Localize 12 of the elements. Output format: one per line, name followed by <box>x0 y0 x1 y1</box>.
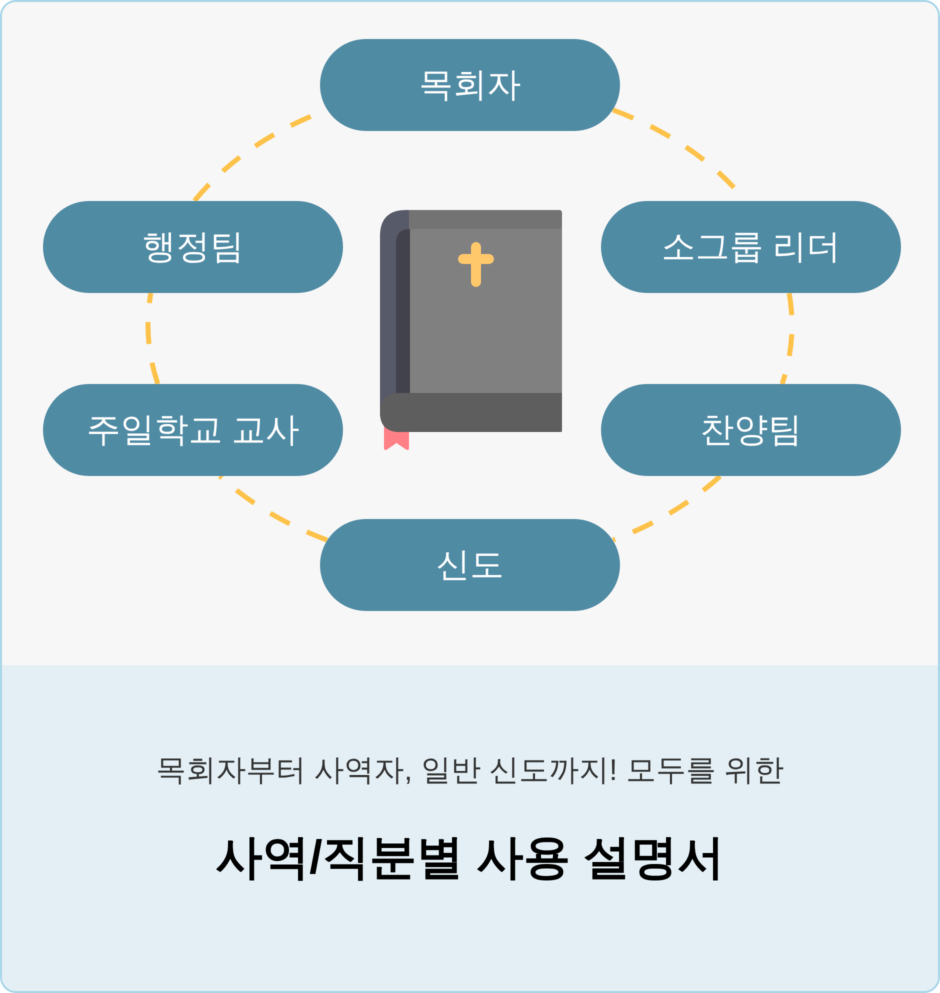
role-pill: 신도 <box>320 519 620 611</box>
role-pill: 주일학교 교사 <box>43 384 343 476</box>
title: 사역/직분별 사용 설명서 <box>215 829 725 885</box>
role-pill: 소그룹 리더 <box>601 201 901 293</box>
dashed-connector <box>612 474 722 542</box>
role-pill: 행정팀 <box>43 201 343 293</box>
dashed-connector <box>780 292 794 385</box>
role-pill: 찬양팀 <box>601 384 901 476</box>
subtitle: 목회자부터 사역자, 일반 신도까지! 모두를 위한 <box>156 753 784 789</box>
dashed-connector <box>146 292 160 385</box>
dashed-connector <box>218 474 328 542</box>
role-pill: 목회자 <box>320 39 620 131</box>
